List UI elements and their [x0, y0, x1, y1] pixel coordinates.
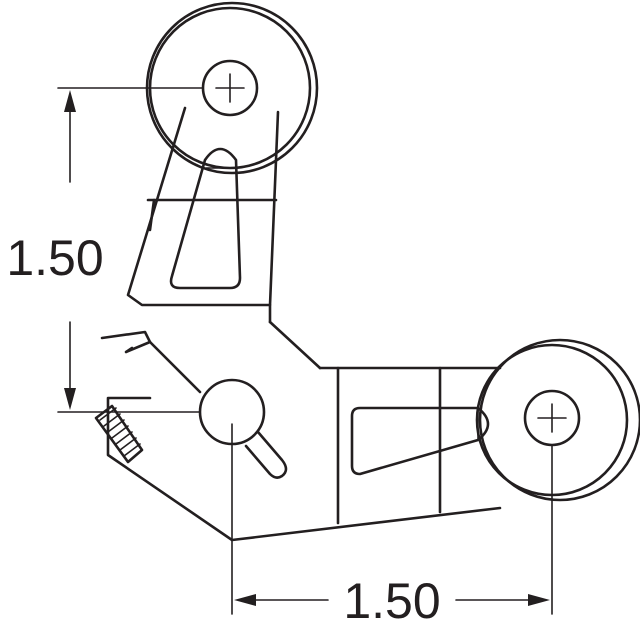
horizontal-arrow-left	[234, 594, 256, 606]
upper-arm	[126, 106, 280, 307]
lower-adjustment-slot	[350, 406, 490, 476]
horizontal-dimension-label: 1.50	[343, 573, 440, 629]
clip-leg	[148, 340, 202, 394]
upper-adjustment-slot	[169, 147, 242, 290]
lever-hub-body	[106, 303, 502, 542]
vertical-arrow-bottom	[64, 388, 76, 410]
lower-roller	[475, 338, 640, 502]
vertical-arrow-top	[64, 90, 76, 112]
horizontal-dimension: 1.50	[231, 423, 553, 629]
vertical-dimension-label: 1.50	[6, 230, 103, 286]
horizontal-arrow-right	[528, 594, 550, 606]
mounting-clip	[100, 330, 152, 354]
knurled-set-screw	[94, 404, 144, 464]
pivot-hub	[198, 378, 288, 479]
vertical-dimension: 1.50	[6, 87, 204, 413]
